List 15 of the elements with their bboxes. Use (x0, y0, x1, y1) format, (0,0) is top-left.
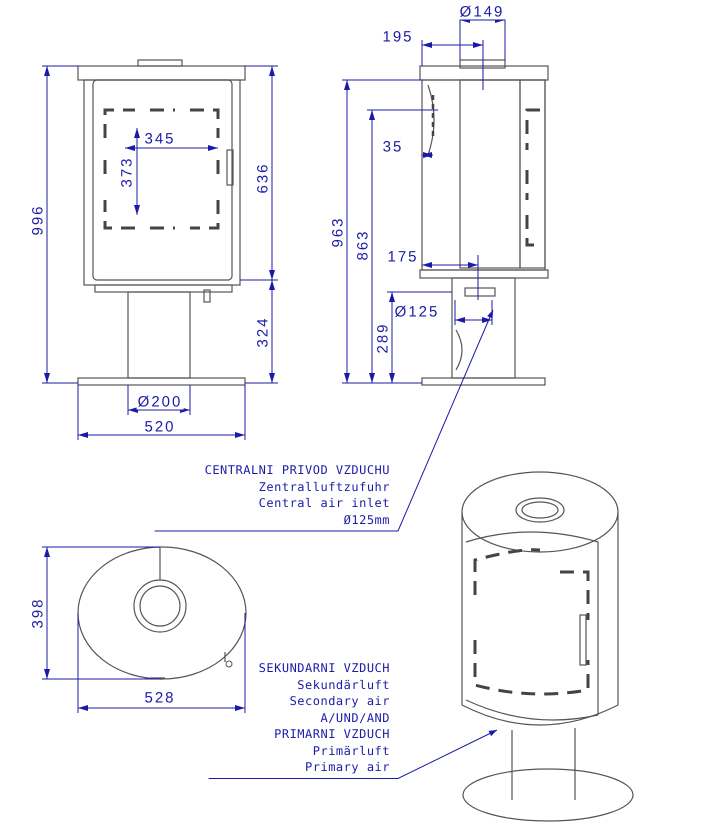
callout-text: Secondary air (290, 693, 390, 710)
dimension-value: Ø200 (136, 394, 184, 410)
callout-text: Primärluft (312, 742, 390, 759)
leader-line (208, 730, 498, 779)
callout-text: Ø125mm (344, 512, 390, 528)
callout-text: CENTRALNI PRIVOD VZDUCHU (204, 462, 390, 478)
callout-text: Sekundärluft (297, 676, 390, 693)
callout-text: Zentralluftzufuhr (258, 478, 390, 495)
callout-text: Central air inlet (258, 495, 390, 512)
callout-text: SEKUNDARNI VZDUCH (258, 660, 390, 676)
leader-line (154, 310, 494, 532)
dimension-value: Ø149 (458, 4, 506, 20)
callout-text: PRIMARNI VZDUCH (274, 726, 390, 742)
callout-text: Primary air (305, 759, 390, 776)
callout-text: A/UND/AND (320, 710, 390, 726)
